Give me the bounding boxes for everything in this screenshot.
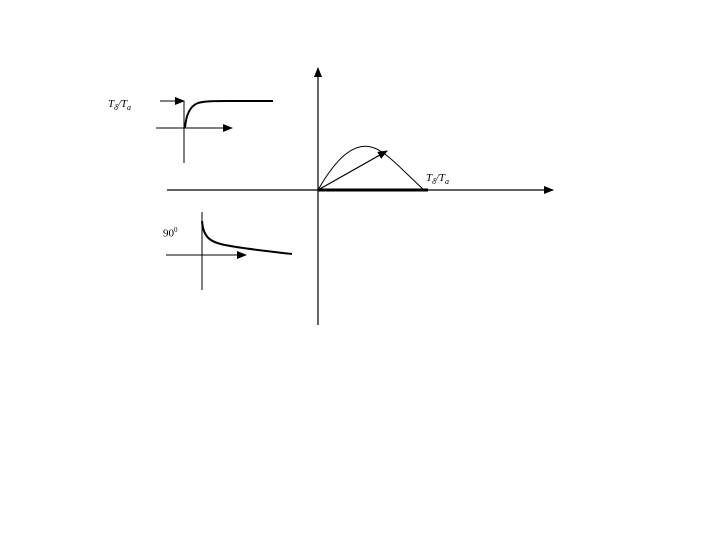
- resultant-vector-arrow: [317, 150, 388, 191]
- inset-bottom-axes: [166, 212, 293, 290]
- inset-bottom-decay-curve: [201, 220, 293, 255]
- ratio-label-top: Tδ/Ta: [108, 98, 132, 113]
- main-axes: [167, 67, 554, 325]
- semicircle-curve: [317, 145, 425, 191]
- ratio-label-axis: Tδ/Ta: [426, 172, 450, 187]
- inset-top-saturation-curve: [184, 100, 273, 129]
- angle-label-90: 900: [163, 226, 178, 240]
- inset-top-axes: [156, 97, 273, 163]
